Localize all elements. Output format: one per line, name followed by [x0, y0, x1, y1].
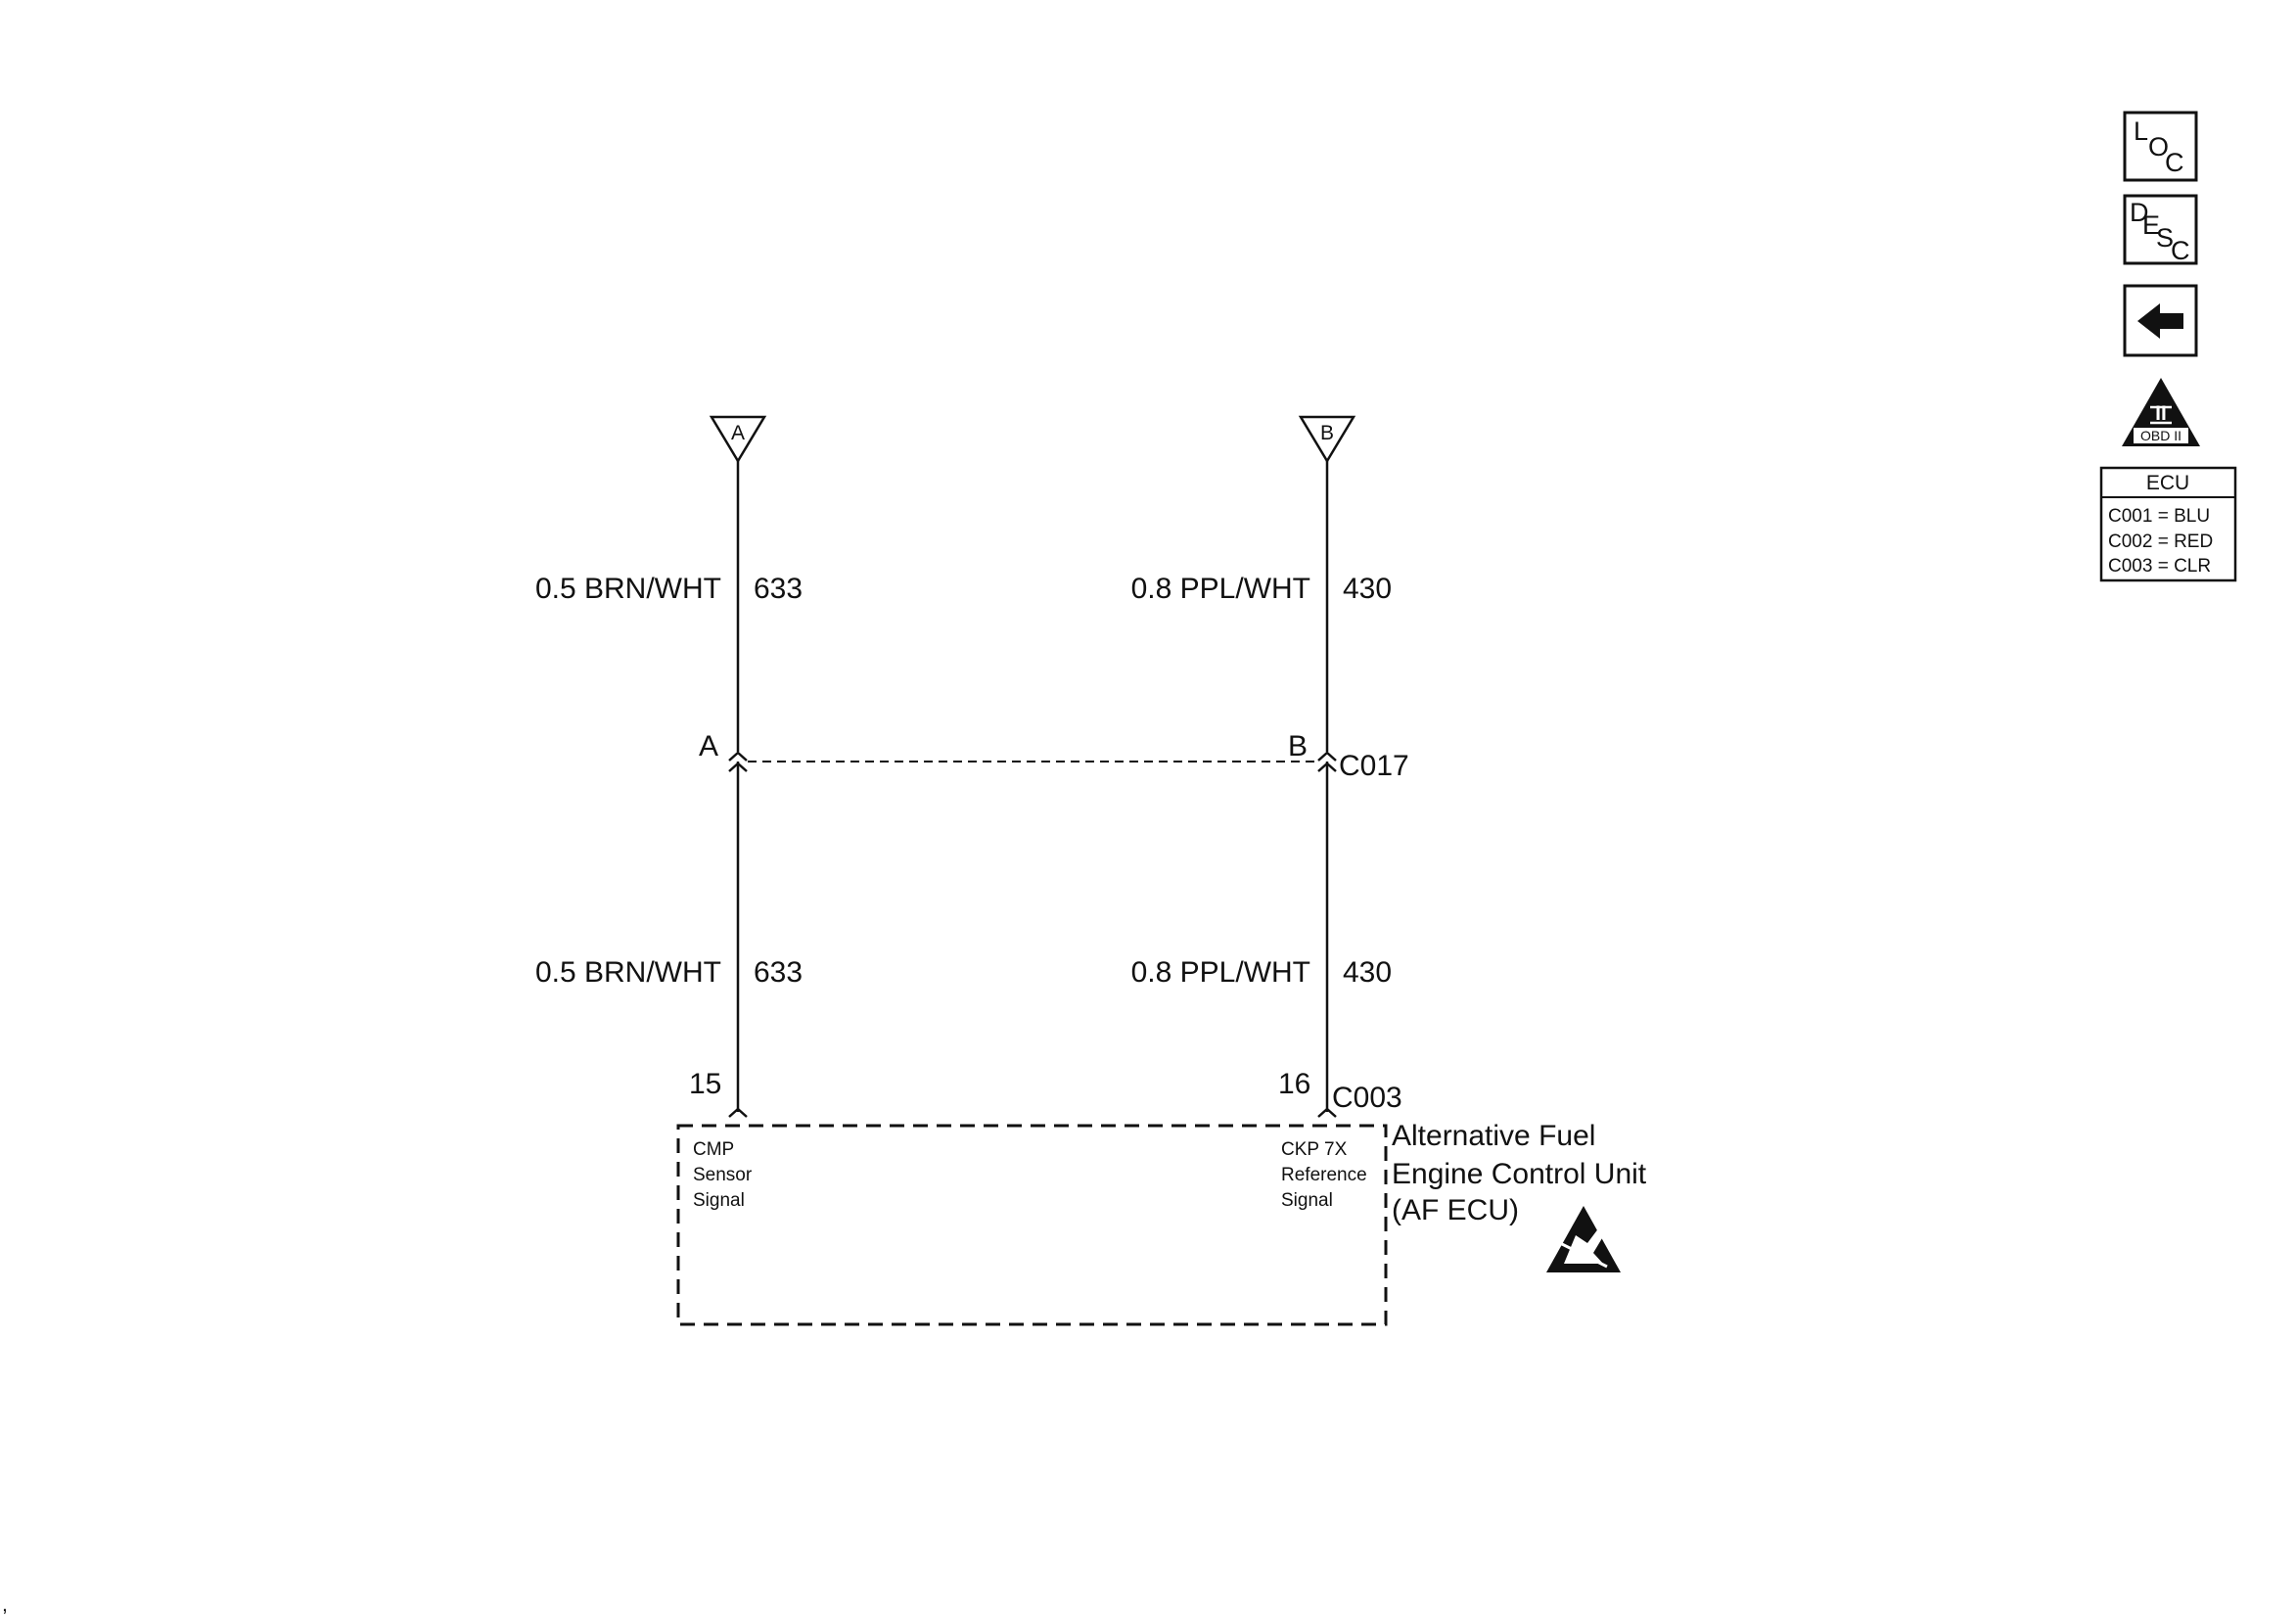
connector-flag-a-label: A: [731, 422, 745, 444]
ecu-ckp-signal-line-1: CKP 7X: [1281, 1139, 1348, 1160]
ecu-ckp-signal-line-2: Reference: [1281, 1165, 1367, 1185]
connector-c003-pin-16: 16: [1278, 1068, 1310, 1100]
wire-left-top-gauge-color: 0.5 BRN/WHT: [535, 573, 721, 605]
connector-flag-b-label: B: [1320, 422, 1334, 444]
obd-ii-numeral: II: [2155, 402, 2167, 425]
wire-left-bottom-circuit: 633: [754, 956, 803, 989]
connector-c003-name: C003: [1332, 1082, 1402, 1114]
connector-c017-right-terminal: [1317, 751, 1337, 772]
loc-letter-o: O: [2148, 132, 2169, 162]
ecu-title-line-3: (AF ECU): [1392, 1194, 1519, 1226]
connector-flag-b: B: [1298, 415, 1356, 464]
connector-c017-left-terminal: [728, 751, 748, 772]
connector-c017-pin-b: B: [1288, 730, 1308, 762]
connector-c017-pin-a: A: [699, 730, 718, 762]
ecu-title-line-2: Engine Control Unit: [1392, 1158, 1647, 1190]
ecu-ckp-signal-line-3: Signal: [1281, 1190, 1333, 1211]
loc-letter-l: L: [2134, 116, 2148, 146]
desc-letter-s: S: [2156, 223, 2174, 253]
desc-letter-e: E: [2142, 210, 2160, 240]
connector-c003-pin-16-terminal: [1317, 1107, 1337, 1118]
desc-letter-c: C: [2171, 236, 2190, 265]
ecu-legend-row-c002: C002 = RED: [2108, 531, 2213, 552]
loc-letter-c: C: [2165, 148, 2184, 177]
ecu-cmp-signal-line-3: Signal: [693, 1190, 745, 1211]
corner-mark: ,: [2, 1594, 8, 1616]
esd-warning-icon: [1546, 1206, 1621, 1272]
desc-letter-d: D: [2130, 198, 2149, 227]
ecu-legend-row-c003: C003 = CLR: [2108, 556, 2211, 577]
ecu-box: [676, 1124, 1388, 1326]
wire-right-top-circuit: 430: [1343, 573, 1392, 605]
wire-left-bottom-gauge-color: 0.5 BRN/WHT: [535, 956, 721, 989]
connector-flag-a: A: [709, 415, 767, 464]
ecu-cmp-signal-line-1: CMP: [693, 1139, 734, 1160]
wire-right-bottom-circuit: 430: [1343, 956, 1392, 989]
connector-c003-pin-15-terminal: [728, 1107, 748, 1118]
connector-c003-pin-15: 15: [689, 1068, 721, 1100]
ecu-title-line-1: Alternative Fuel: [1392, 1120, 1595, 1152]
loc-button[interactable]: L O C: [2123, 111, 2198, 182]
back-button[interactable]: [2123, 284, 2198, 357]
wire-left-top-circuit: 633: [754, 573, 803, 605]
left-arrow-icon: [2137, 303, 2183, 339]
obd-ii-label: OBD II: [2140, 428, 2181, 443]
wire-right-top-gauge-color: 0.8 PPL/WHT: [1131, 573, 1310, 605]
desc-button[interactable]: D E S C: [2123, 194, 2198, 265]
ecu-connector-legend: ECU C001 = BLU C002 = RED C003 = CLR: [2099, 466, 2237, 582]
ecu-legend-title: ECU: [2146, 472, 2189, 494]
ecu-cmp-signal-line-2: Sensor: [693, 1165, 753, 1185]
obd-ii-button[interactable]: II OBD II: [2122, 378, 2200, 446]
wire-right-bottom-gauge-color: 0.8 PPL/WHT: [1131, 956, 1310, 989]
connector-c017-name: C017: [1339, 750, 1409, 782]
ecu-legend-row-c001: C001 = BLU: [2108, 506, 2210, 527]
